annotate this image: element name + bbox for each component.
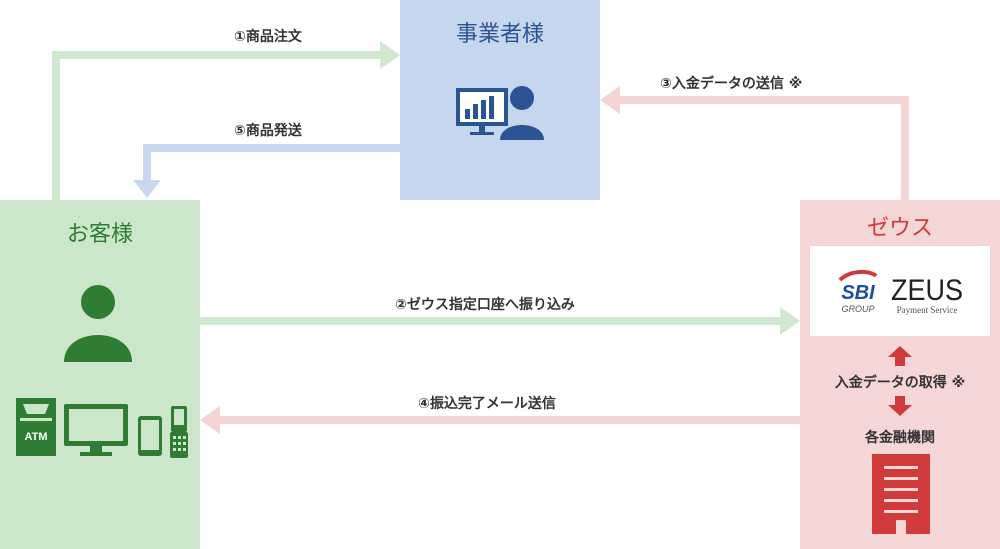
arrow-transfer <box>200 307 800 335</box>
arrow-label-order: ①商品注文 <box>234 29 302 45</box>
arrow-completion-mail <box>200 406 800 434</box>
arrow-payment-data <box>600 86 909 200</box>
bank-building-icon <box>872 454 930 534</box>
business-box: 事業者様 <box>400 0 600 200</box>
user-icon <box>64 285 132 362</box>
atm-icon: ATM <box>16 398 56 456</box>
arrow-label-completion-mail: ④振込完了メール送信 <box>418 396 556 412</box>
feature-phone-icon <box>170 406 188 458</box>
arrow-down-icon <box>888 396 912 416</box>
arrow-label-payment-data: ③入金データの送信 ※ <box>660 76 803 92</box>
logo-service-text: Payment Service <box>897 305 958 315</box>
logo-group-text: GROUP <box>841 304 874 314</box>
logo-zeus-text: ZEUS <box>891 274 963 307</box>
business-user-with-chart-monitor-icon <box>456 86 544 140</box>
customer-title: お客様 <box>66 222 133 247</box>
desktop-monitor-icon <box>64 404 128 456</box>
arrow-order <box>52 41 400 200</box>
customer-box: お客様 ATM <box>0 200 200 549</box>
atm-label: ATM <box>24 431 47 443</box>
arrow-label-shipping: ⑤商品発送 <box>234 123 302 139</box>
logo-sbi-text: SBI <box>841 282 875 304</box>
zeus-box: ゼウス SBI GROUP ZEUS Payment Service 入金データ… <box>800 200 1000 549</box>
arrow-shipping <box>133 144 400 198</box>
bank-label: 各金融機関 <box>865 430 935 446</box>
zeus-title: ゼウス <box>866 216 933 241</box>
smartphone-icon <box>138 416 162 456</box>
arrow-label-transfer: ②ゼウス指定口座へ振り込み <box>395 297 575 313</box>
business-title: 事業者様 <box>455 22 544 47</box>
sbi-zeus-logo: SBI GROUP ZEUS Payment Service <box>810 246 990 336</box>
arrow-up-icon <box>888 346 912 366</box>
acquire-data-label: 入金データの取得 ※ <box>834 375 966 391</box>
